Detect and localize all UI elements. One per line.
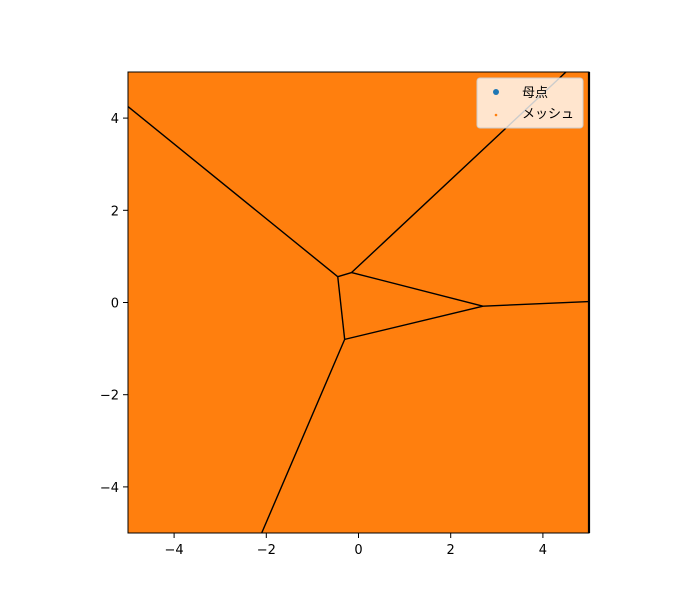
y-tick-label: 0 xyxy=(111,297,119,312)
legend-marker-dot xyxy=(494,113,498,117)
y-tick-label: −4 xyxy=(100,481,119,496)
y-tick-label: −2 xyxy=(100,389,119,404)
voronoi-edge-3 xyxy=(261,339,346,533)
plot-area xyxy=(128,72,589,533)
x-tick-label: 0 xyxy=(354,543,362,558)
x-tick-label: −4 xyxy=(165,543,184,558)
legend-label: 母点 xyxy=(522,86,548,101)
y-tick-label: 4 xyxy=(111,112,119,127)
voronoi-edge-6 xyxy=(344,305,484,341)
mesh-fill xyxy=(128,72,589,533)
voronoi-edges xyxy=(128,72,589,533)
voronoi-edge-4 xyxy=(337,271,352,278)
y-tick-label: 2 xyxy=(111,204,119,219)
legend-label: メッシュ xyxy=(522,107,574,122)
voronoi-edge-2 xyxy=(482,300,589,307)
voronoi-edge-5 xyxy=(351,271,484,307)
voronoi-edge-0 xyxy=(128,106,339,278)
x-tick-label: 2 xyxy=(447,543,455,558)
voronoi-edge-7 xyxy=(337,276,346,340)
axes: −4 −2 0 2 4 −4 −2 0 2 4 xyxy=(100,71,591,558)
legend-marker-circle xyxy=(493,89,499,95)
x-tick-label: −2 xyxy=(257,543,276,558)
legend-box xyxy=(476,77,584,129)
x-tick-label: 4 xyxy=(539,543,547,558)
